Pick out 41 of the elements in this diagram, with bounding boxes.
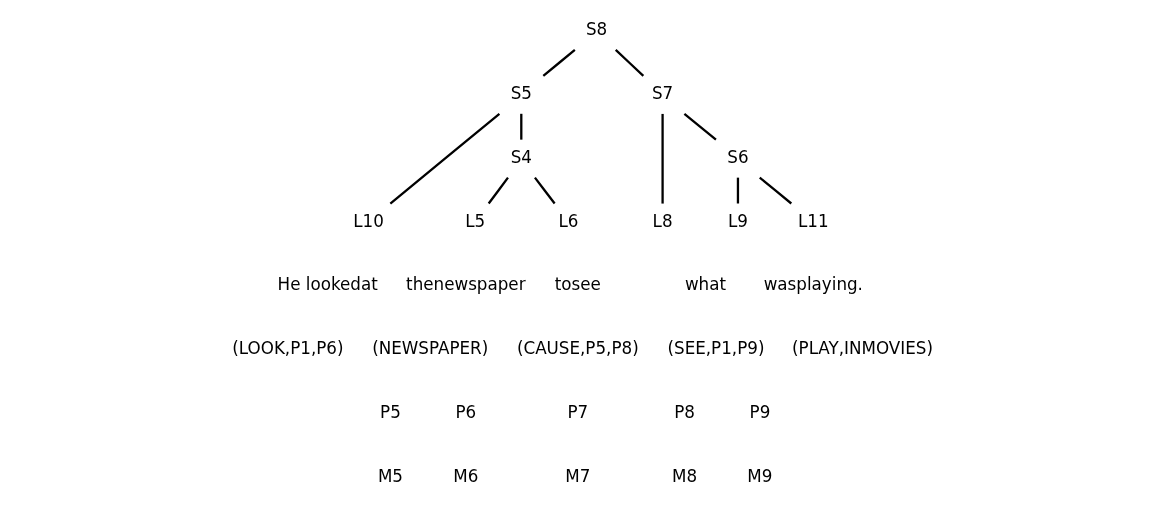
node-text: S6 [727, 146, 749, 167]
node-text: S8 [586, 19, 608, 40]
node-text: L6 [558, 210, 579, 231]
connector [487, 176, 509, 205]
label: M5 [377, 465, 404, 486]
label: He lookedat [277, 274, 378, 295]
connector [683, 112, 717, 141]
connector [542, 49, 576, 77]
connector [520, 113, 523, 140]
connector [736, 177, 740, 204]
node-text: S7 [651, 82, 674, 103]
connector [661, 113, 664, 204]
node-text: L8 [652, 210, 673, 231]
node-text: S5 [510, 82, 532, 103]
connector [389, 113, 501, 205]
label: M6 [453, 465, 479, 486]
label: M7 [565, 465, 591, 486]
label: (LOOK,P1,P6) [232, 338, 344, 359]
label: M8 [672, 465, 698, 486]
label: thenewspaper [406, 274, 526, 295]
label: P7 [567, 402, 589, 423]
connector [759, 176, 793, 205]
label: M9 [747, 465, 773, 486]
label: (NEWSPAPER) [372, 338, 489, 359]
node-text: L10 [353, 210, 384, 231]
connector [614, 49, 645, 77]
label: wasplaying. [763, 274, 863, 295]
connector [534, 176, 556, 205]
label: P8 [674, 402, 695, 423]
node-text: S4 [510, 146, 532, 167]
label: (PLAY,INMOVIES) [792, 338, 933, 359]
label: P5 [380, 402, 401, 423]
node-text: L9 [727, 210, 748, 231]
node-text: L5 [465, 210, 486, 231]
label: P9 [749, 402, 771, 423]
node-text: L11 [798, 210, 829, 231]
label: P6 [455, 402, 477, 423]
label: (SEE,P1,P9) [667, 338, 765, 359]
label: what [684, 274, 727, 295]
label: (CAUSE,P5,P8) [516, 338, 639, 359]
label: tosee [554, 274, 601, 295]
